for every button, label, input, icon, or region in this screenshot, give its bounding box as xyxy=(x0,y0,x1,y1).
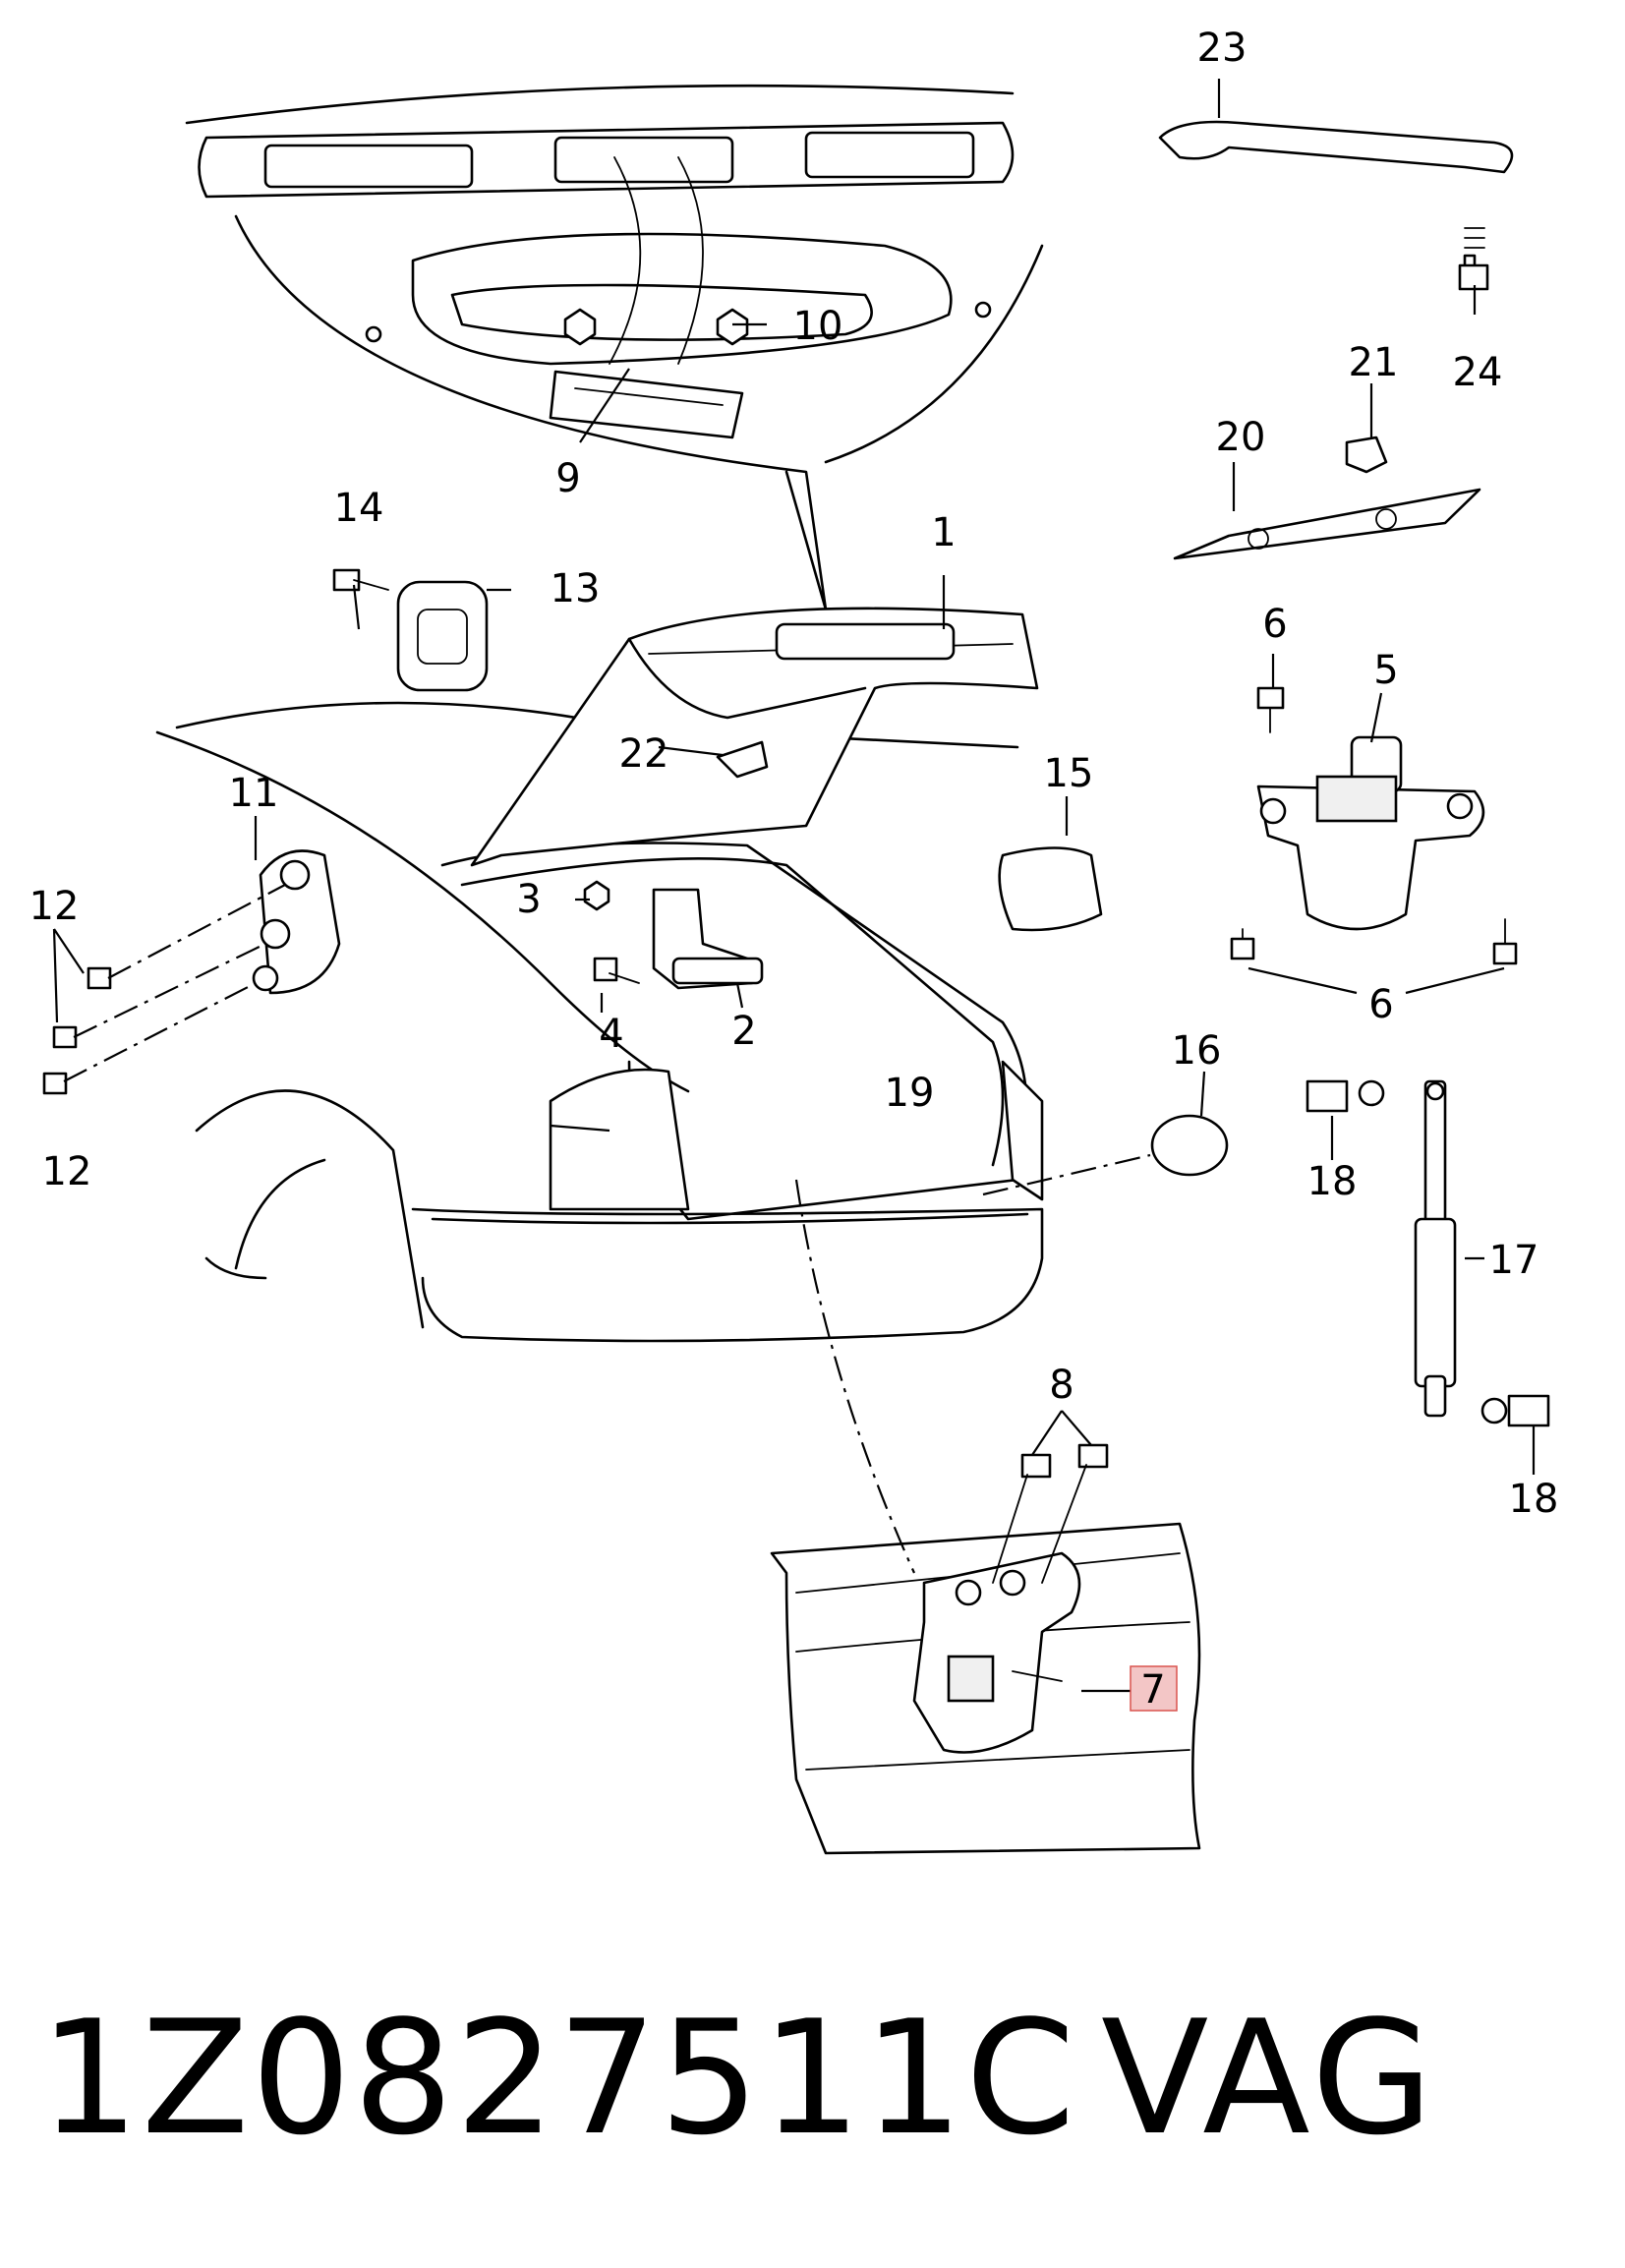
label-part-20: 20 xyxy=(1216,415,1266,460)
brand-text: VAG xyxy=(1101,1986,1437,2170)
label-part-15: 15 xyxy=(1044,751,1094,796)
label-part-3: 3 xyxy=(516,877,541,922)
highlight-part-7 xyxy=(1130,1665,1178,1712)
part-labels: 1 2 3 4 5 6 6 7 8 9 10 11 12 12 13 14 15… xyxy=(29,26,1559,1713)
label-part-1: 1 xyxy=(931,510,956,555)
label-part-6a: 6 xyxy=(1262,602,1287,647)
bracket-11 xyxy=(42,849,341,1095)
label-part-21: 21 xyxy=(1349,340,1399,385)
inset-lock-mechanism xyxy=(770,1179,1201,1855)
label-part-17: 17 xyxy=(1489,1238,1539,1283)
label-part-16: 16 xyxy=(1172,1028,1222,1074)
buffer-13 xyxy=(332,568,489,692)
inset-tailgate-handle xyxy=(185,84,1044,611)
car-body xyxy=(155,607,1044,1343)
label-part-12b: 12 xyxy=(42,1149,92,1194)
label-part-12a: 12 xyxy=(29,884,80,929)
label-part-6b: 6 xyxy=(1368,982,1393,1027)
label-part-24: 24 xyxy=(1453,350,1503,395)
seal-strip-20 xyxy=(1173,436,1481,560)
label-part-9: 9 xyxy=(555,456,580,501)
label-part-23: 23 xyxy=(1197,26,1248,71)
part-number-text: 1Z0827511C xyxy=(39,1986,1077,2170)
trim-strip-23 xyxy=(1158,120,1514,291)
lock-5 xyxy=(1230,686,1518,965)
cap-15 xyxy=(998,846,1103,932)
label-part-11: 11 xyxy=(229,771,279,816)
label-part-10: 10 xyxy=(793,304,843,349)
leader-lines xyxy=(52,79,1536,1693)
grommet-16 xyxy=(982,1114,1229,1196)
label-part-4: 4 xyxy=(599,1012,623,1057)
label-part-13: 13 xyxy=(551,566,601,611)
label-part-7: 7 xyxy=(1140,1667,1165,1713)
label-part-14: 14 xyxy=(334,486,384,531)
label-part-18a: 18 xyxy=(1307,1159,1358,1204)
label-part-5: 5 xyxy=(1373,648,1398,693)
gas-strut-17 xyxy=(1306,1079,1550,1427)
label-part-8: 8 xyxy=(1049,1363,1074,1408)
label-part-18b: 18 xyxy=(1509,1477,1559,1522)
label-part-22: 22 xyxy=(619,731,669,777)
label-part-19: 19 xyxy=(885,1071,935,1116)
label-part-2: 2 xyxy=(731,1009,756,1054)
